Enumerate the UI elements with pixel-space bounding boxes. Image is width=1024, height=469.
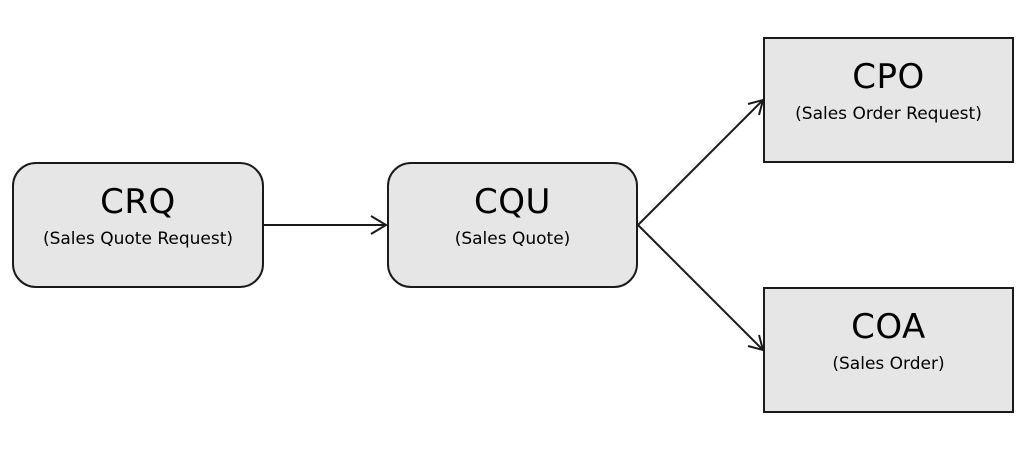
node-crq: CRQ (Sales Quote Request) <box>12 162 264 288</box>
node-coa-code: COA <box>851 307 926 347</box>
node-cpo-label: (Sales Order Request) <box>795 104 982 124</box>
node-crq-code: CRQ <box>100 182 176 222</box>
edge-crq-to-cqu <box>264 215 388 235</box>
node-cqu-label: (Sales Quote) <box>454 229 571 249</box>
node-cpo: CPO (Sales Order Request) <box>763 37 1014 163</box>
node-cpo-code: CPO <box>852 57 925 97</box>
node-crq-label: (Sales Quote Request) <box>42 229 234 249</box>
node-cqu: CQU (Sales Quote) <box>387 162 638 288</box>
node-coa-label: (Sales Order) <box>832 354 945 374</box>
node-cqu-code: CQU <box>474 182 551 222</box>
edge-cqu-to-coa <box>637 224 765 352</box>
node-coa: COA (Sales Order) <box>763 287 1014 413</box>
edge-cqu-to-cpo <box>637 98 765 226</box>
